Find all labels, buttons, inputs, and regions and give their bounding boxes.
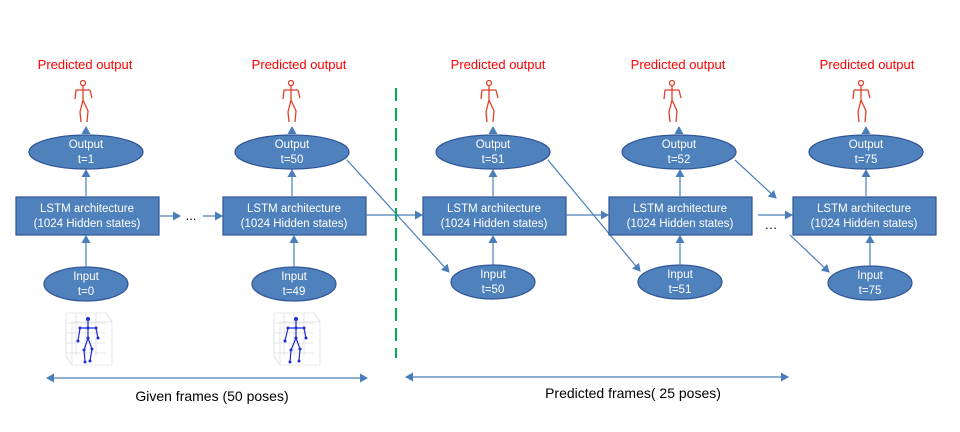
lstm-box-title: LSTM architecture [447,203,541,215]
red-stick-figure-icon [663,79,682,123]
output-node-time: t=50 [281,154,304,166]
lstm-box-subtitle: (1024 Hidden states) [241,218,348,230]
lstm-box [222,196,367,236]
ellipsis-predicted: … [765,217,778,232]
output-node-label: Output [476,139,511,151]
lstm-box [792,196,937,236]
lstm-box-subtitle: (1024 Hidden states) [627,218,734,230]
input-node-time: t=50 [482,284,505,296]
red-stick-figure-icon [74,79,93,123]
blue-skeleton-pose-icon [273,312,321,366]
column-4: Predicted output Output t=52 LSTM archit… [608,57,753,300]
lstm-box-title: LSTM architecture [633,203,727,215]
blue-skeleton-pose-icon [65,312,113,366]
column-5: Predicted output Output t=75 LSTM archit… [792,57,937,301]
lstm-box-title: LSTM architecture [40,203,134,215]
column-3: Predicted output Output t=51 LSTM archit… [422,57,567,300]
output-node-label: Output [849,139,884,151]
lstm-box [422,196,567,236]
lstm-box-subtitle: (1024 Hidden states) [811,218,918,230]
red-stick-figure-icon [480,79,499,123]
input-node-time: t=0 [78,286,94,298]
predicted-output-label: Predicted output [252,57,347,72]
input-node-time: t=51 [669,284,692,296]
ellipsis-given: ... [186,208,197,223]
given-frames-label: Given frames (50 poses) [135,388,288,404]
output-node-time: t=52 [668,154,691,166]
arrow-ellipsis-to-input75 [789,234,830,273]
predicted-output-label: Predicted output [631,57,726,72]
input-node-label: Input [480,269,506,281]
input-node-time: t=75 [859,285,882,297]
arrow-output52-onward [734,159,777,199]
input-node-time: t=49 [283,286,306,298]
output-node-time: t=51 [482,154,505,166]
output-node-time: t=1 [78,154,94,166]
output-node-label: Output [662,139,697,151]
input-node-label: Input [857,270,883,282]
arrow-output50-to-input50 [346,159,450,273]
predicted-output-label: Predicted output [820,57,915,72]
output-node-label: Output [275,139,310,151]
input-node-label: Input [667,269,693,281]
lstm-box [608,196,753,236]
input-node-label: Input [73,271,99,283]
lstm-box [15,196,160,236]
lstm-box-title: LSTM architecture [247,203,341,215]
red-stick-figure-icon [852,79,871,123]
lstm-box-title: LSTM architecture [817,203,911,215]
predicted-output-label: Predicted output [451,57,546,72]
red-stick-figure-icon [282,79,301,123]
output-node-time: t=75 [855,154,878,166]
column-1: Predicted output Output t=1 LSTM archite… [15,57,160,366]
lstm-box-subtitle: (1024 Hidden states) [34,218,141,230]
output-node-label: Output [69,139,104,151]
column-2: Predicted output Output t=50 LSTM archit… [222,57,367,366]
predicted-frames-label: Predicted frames( 25 poses) [545,385,721,401]
lstm-box-subtitle: (1024 Hidden states) [441,218,548,230]
predicted-output-label: Predicted output [38,57,133,72]
input-node-label: Input [281,271,307,283]
